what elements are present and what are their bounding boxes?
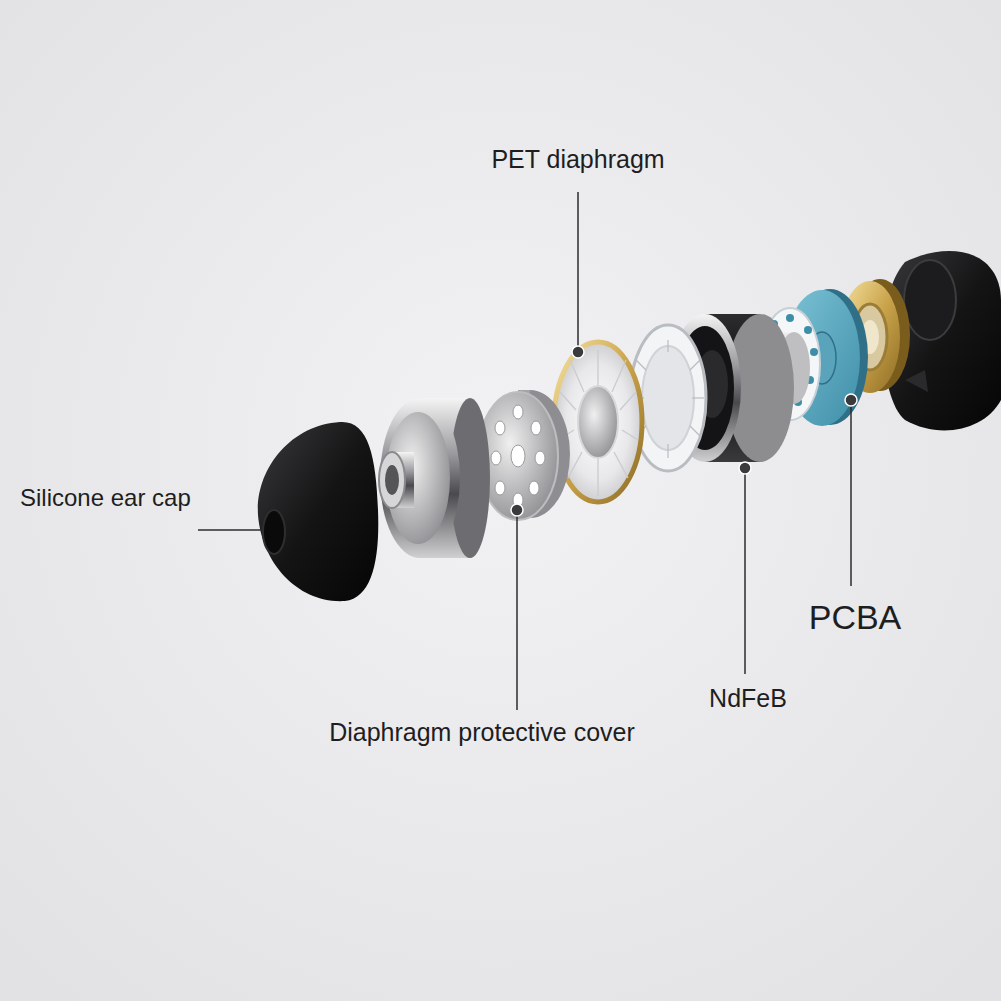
part-label: PCBA — [809, 598, 902, 637]
part-label: Diaphragm protective cover — [329, 718, 635, 747]
part-label: PET diaphragm — [491, 145, 664, 174]
part-label: NdFeB — [709, 684, 787, 713]
part-label: Silicone ear cap — [20, 484, 191, 512]
